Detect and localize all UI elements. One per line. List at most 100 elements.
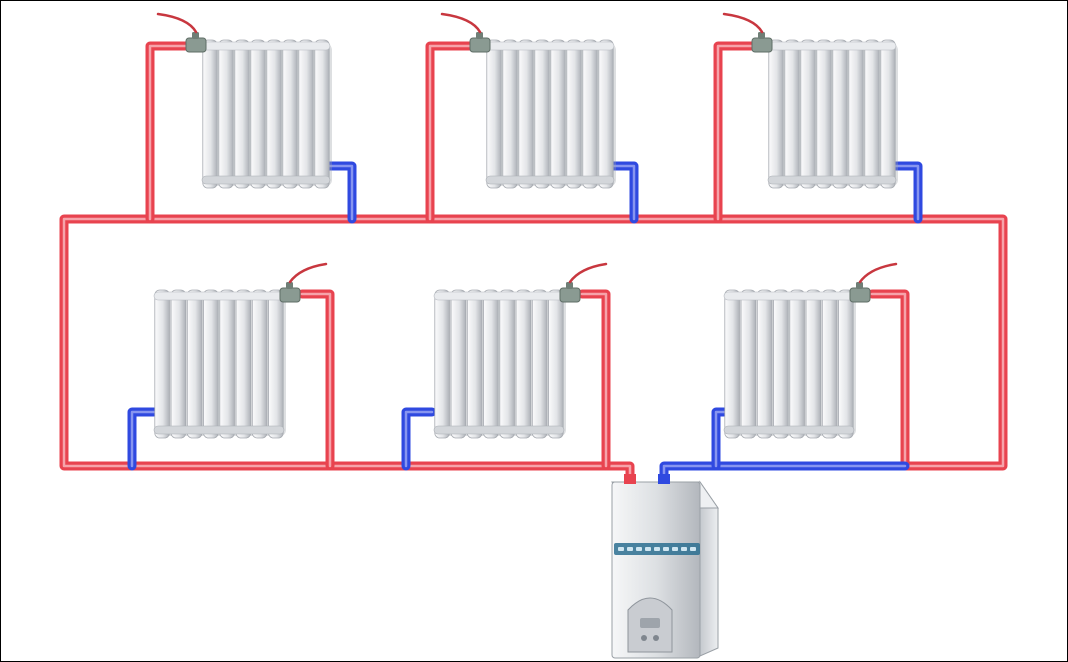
supply-pipe-riser-upper-center <box>425 41 475 224</box>
radiator-upper-right <box>722 12 898 189</box>
supply-pipe-riser-upper-right <box>713 41 761 224</box>
radiator-fin <box>566 39 582 189</box>
supply-pipe-highlight-riser-lower-left <box>300 292 332 468</box>
valve-handle <box>722 12 764 34</box>
radiator-fin <box>434 289 450 439</box>
boiler-knob-icon <box>653 635 659 641</box>
radiator-fin <box>203 289 219 439</box>
brand-plate-glyph <box>636 547 642 551</box>
return-pipe-lower-center <box>401 407 437 471</box>
radiator-fin <box>832 39 848 189</box>
radiator-fin <box>235 289 252 439</box>
return-pipe-highlight-lower-right <box>714 410 726 468</box>
radiator-fin <box>531 289 548 439</box>
brand-plate-glyph <box>654 547 660 551</box>
radiator-fin <box>724 289 740 439</box>
radiator-upper-left <box>156 12 332 189</box>
radiator-fin <box>282 39 298 189</box>
radiator-fin <box>450 289 467 439</box>
radiator-fin <box>170 289 187 439</box>
valve-stem <box>192 32 199 39</box>
supply-pipe-highlight-riser-lower-right <box>870 292 907 468</box>
return-pipe-highlight-upper-right <box>894 164 920 221</box>
radiator-valve <box>751 37 773 53</box>
radiator-fin <box>864 39 880 189</box>
radiator-top-collector <box>201 41 331 51</box>
brand-plate-glyph <box>645 547 651 551</box>
radiator-fin <box>768 39 784 189</box>
radiator-fin <box>838 289 854 439</box>
radiator-fin <box>880 39 896 189</box>
return-pipe-highlight-upper-center <box>608 164 636 221</box>
radiator-fin <box>805 289 822 439</box>
radiator-fin <box>202 39 218 189</box>
radiator-fin <box>518 39 534 189</box>
radiator-lower-center <box>433 262 608 439</box>
radiator-group <box>153 12 898 439</box>
supply-pipe-highlight-riser-upper-left <box>148 44 192 221</box>
supply-pipe-riser-upper-left <box>145 41 195 224</box>
radiator-fin <box>154 289 170 439</box>
radiator-bottom-collector <box>767 175 897 185</box>
valve-handle <box>858 262 898 284</box>
radiator-fin <box>483 289 499 439</box>
radiator-fin <box>250 39 266 189</box>
radiator-bottom-collector <box>201 175 331 185</box>
radiator-bottom-collector <box>433 425 565 435</box>
radiator-fin <box>219 289 235 439</box>
valve-stem <box>566 282 573 289</box>
boiler-display <box>640 618 660 628</box>
radiator-fin <box>486 39 502 189</box>
radiator-top-collector <box>723 291 855 301</box>
radiator-valve <box>849 287 871 303</box>
radiator-top-collector <box>153 291 285 301</box>
valve-handle <box>156 12 198 34</box>
brand-plate-glyph <box>627 547 633 551</box>
return-pipe-highlight-upper-left <box>326 164 354 221</box>
return-pipe-lower-left <box>127 407 159 471</box>
radiator-fin <box>740 289 757 439</box>
supply-pipe-highlight-riser-upper-center <box>428 44 472 221</box>
valve-handle <box>440 12 482 34</box>
radiator-fin <box>466 289 483 439</box>
radiator-fin <box>848 39 864 189</box>
valve-stem <box>476 32 483 39</box>
radiator-bottom-collector <box>153 425 285 435</box>
radiator-fin <box>582 39 598 189</box>
return-pipe-highlight-lower-center <box>404 410 434 468</box>
radiator-fin <box>268 289 284 439</box>
return-pipe-highlight-lower-left <box>130 410 156 468</box>
radiator-fin <box>499 289 515 439</box>
radiator-fin <box>218 39 234 189</box>
radiator-valve <box>559 287 581 303</box>
radiator-fin <box>298 39 314 189</box>
radiator-fin <box>502 39 518 189</box>
radiator-fin <box>784 39 800 189</box>
radiator-fin <box>800 39 816 189</box>
valve-stem <box>286 282 293 289</box>
radiator-top-collector <box>485 41 615 51</box>
supply-pipe-highlight-riser-lower-center <box>580 292 608 468</box>
radiator-top-collector <box>767 41 897 51</box>
brand-plate-glyph <box>663 547 669 551</box>
radiator-bottom-collector <box>485 175 615 185</box>
radiator-fin <box>234 39 250 189</box>
return-pipe-main-return <box>659 461 910 483</box>
valve-stem <box>758 32 765 39</box>
supply-pipe-riser-lower-center <box>577 289 611 471</box>
boiler-knob-icon <box>641 635 647 641</box>
supply-pipe-network <box>59 41 1008 483</box>
radiator-fin <box>515 289 532 439</box>
valve-stem <box>856 282 863 289</box>
radiator-fin <box>821 289 838 439</box>
valve-handle <box>568 262 608 284</box>
radiator-top-collector <box>433 291 565 301</box>
return-pipe-network <box>127 161 923 483</box>
valve-handle <box>288 262 328 284</box>
radiator-bottom-collector <box>723 425 855 435</box>
brand-plate-glyph <box>618 547 624 551</box>
radiator-upper-center <box>440 12 616 189</box>
boiler <box>611 474 719 659</box>
brand-plate-glyph <box>681 547 687 551</box>
